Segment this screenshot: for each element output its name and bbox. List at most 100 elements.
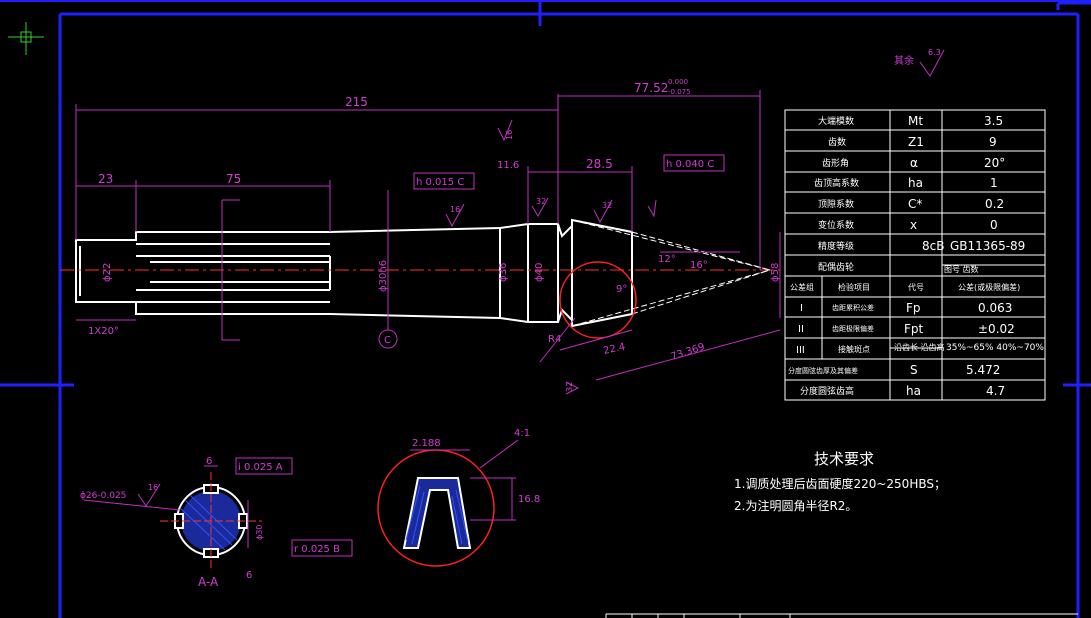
dim-73369: 73.369 — [670, 342, 707, 363]
dim-chamfer: 1X20° — [88, 326, 119, 337]
roughness-symbol-icon — [445, 49, 945, 395]
table-header-group: 公差组 — [790, 282, 814, 292]
cone-lines — [571, 219, 771, 327]
crosshair-cursor-icon — [8, 22, 44, 55]
table-bottom-symbol: S — [910, 363, 918, 377]
table-row-symbol: α — [910, 156, 918, 170]
table-group-id: II — [798, 324, 804, 335]
section-dia-30: ϕ30 — [255, 525, 264, 540]
table-row-value: 3.5 — [984, 114, 1003, 128]
table-row-value: 图号 齿数 — [944, 264, 979, 274]
dim-dia-36: ϕ36 — [498, 263, 509, 282]
table-bottom-value: 4.7 — [986, 384, 1005, 398]
table-row-symbol: Z1 — [908, 135, 924, 149]
section-tol-i: i 0.025 A — [238, 462, 283, 473]
dim-75: 75 — [226, 172, 241, 186]
dim-dia-58: ϕ58 — [770, 263, 781, 282]
table-row-symbol: Mt — [908, 114, 923, 128]
table-row-label: 精度等级 — [818, 240, 854, 252]
dim-angle-1: 12° — [658, 254, 676, 265]
detail-dim-168: 16.8 — [518, 494, 540, 505]
datum-c-label: C — [384, 335, 391, 346]
datum-c-circle — [378, 329, 398, 349]
roughness-other-label: 其余 — [894, 54, 914, 67]
gear-pitch-circle — [559, 261, 637, 339]
dim-7752: 77.52 — [634, 81, 668, 95]
table-row-symbol: ha — [908, 176, 923, 190]
section-label: A-A — [198, 575, 219, 589]
roughness-63: 6.3 — [928, 48, 941, 57]
table-row-value: 0.2 — [985, 197, 1004, 211]
table-group-value: 35%~65% 40%~70% — [946, 343, 1044, 353]
roughness-16b: 16 — [505, 130, 514, 140]
table-group-id: III — [796, 345, 805, 356]
gear-parameter-table — [784, 109, 1046, 401]
table-row-label: 齿顶高系数 — [814, 177, 859, 189]
dim-angle-2: 16° — [690, 260, 708, 271]
section-label-6: 6 — [246, 570, 252, 581]
tech-requirements-title: 技术要求 — [814, 450, 874, 468]
roughness-32a: 32 — [536, 197, 546, 206]
dim-angle-3: 9° — [616, 284, 627, 295]
detail-dim-218: 2.188 — [412, 438, 441, 449]
table-row-symbol: 8cB — [922, 239, 944, 253]
table-bottom-value: 5.472 — [966, 363, 1000, 377]
table-bottom-label: 分度圆弦齿高 — [800, 385, 854, 397]
table-row-label: 大端模数 — [818, 115, 854, 127]
table-group-value: 0.063 — [978, 301, 1012, 315]
dim-285: 28.5 — [586, 157, 613, 171]
roughness-symbol-icon — [137, 483, 161, 507]
dim-total-length: 215 — [345, 95, 368, 109]
table-header-symbol: 代号 — [908, 282, 924, 292]
table-row-value: GB11365-89 — [950, 239, 1025, 253]
dim-r4: R4 — [548, 334, 561, 345]
dim-dia-40: ϕ40 — [534, 263, 545, 282]
table-row-label: 顶隙系数 — [818, 198, 854, 210]
table-row-symbol: x — [910, 218, 917, 232]
table-row-value: 1 — [990, 176, 998, 190]
table-group-item: 接触斑点 — [838, 344, 870, 354]
dim-dia-22: ϕ22 — [102, 263, 113, 282]
detail-scale: 4:1 — [514, 428, 530, 439]
table-group-symbol: 沿齿长 沿齿高 — [894, 342, 945, 352]
table-group-id: I — [800, 303, 803, 314]
dim-23: 23 — [98, 172, 113, 186]
table-header-item: 检验项目 — [838, 282, 870, 292]
roughness-16a: 16 — [450, 205, 460, 214]
dim-116: 11.6 — [497, 160, 519, 171]
shaft-outline — [75, 218, 633, 328]
dim-224: 22.4 — [602, 342, 626, 357]
dim-dia-30: ϕ30h6 — [378, 260, 389, 292]
table-row-label: 配偶齿轮 — [818, 261, 854, 273]
table-row-value: 0 — [990, 218, 998, 232]
title-block-edge — [605, 613, 1078, 618]
table-group-item: 齿距极限偏差 — [832, 324, 874, 333]
table-header-tolerance: 公差(或极限偏差) — [958, 282, 1020, 292]
roughness-32b: 32 — [602, 201, 612, 210]
dimension-lines — [75, 90, 781, 381]
dim-tol-upper: 0.000 — [668, 78, 688, 86]
table-row-value: 9 — [989, 135, 997, 149]
table-group-symbol: Fp — [906, 301, 921, 315]
tooth-detail — [377, 439, 519, 567]
tolerance-boxes — [235, 154, 725, 557]
roughness-32c: 32 — [565, 382, 574, 392]
dim-tol-lower: -0.075 — [668, 88, 691, 96]
table-row-label: 齿形角 — [822, 157, 849, 169]
table-group-item: 齿距累积公差 — [832, 303, 874, 312]
table-row-symbol: C* — [908, 197, 922, 211]
section-rough-16: 16 — [148, 483, 158, 492]
tech-requirement-line-1: 1.调质处理后齿面硬度220~250HBS； — [734, 476, 946, 491]
table-row-label: 齿数 — [828, 136, 846, 148]
table-bottom-label: 分度圆弦齿厚及其偏差 — [788, 366, 858, 375]
table-row-value: 20° — [984, 156, 1005, 170]
tolerance-box-2: h 0.040 C — [666, 159, 714, 170]
section-width-6: 6 — [206, 456, 212, 467]
table-row-label: 变位系数 — [818, 219, 854, 231]
table-group-value: ±0.02 — [978, 322, 1015, 336]
section-tol-r: r 0.025 B — [294, 544, 340, 555]
tolerance-box-1: h 0.015 C — [416, 177, 464, 188]
section-dia-26: ϕ26-0.025 — [80, 491, 126, 501]
